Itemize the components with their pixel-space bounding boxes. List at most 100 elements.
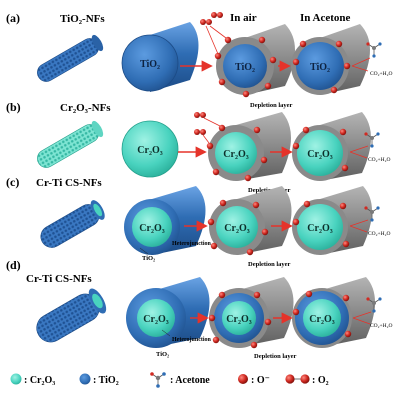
o-minus-ion <box>219 199 227 207</box>
o-minus-ion <box>218 78 226 86</box>
core-label: Cr₂O₃ <box>143 314 168 325</box>
o-minus-ion <box>342 294 350 302</box>
core-label: Cr₂O₃ <box>309 314 334 325</box>
tio2-legend-swatch <box>79 373 91 385</box>
panel-title: Cr-Ti CS-NFs <box>26 273 92 285</box>
o-minus-ion <box>250 341 258 349</box>
o2-legend-label: : O₂ <box>312 375 329 386</box>
o-minus-ion <box>339 202 347 210</box>
acetone-legend-icon <box>150 372 166 388</box>
cr2o3-legend-swatch <box>10 373 22 385</box>
o-minus-legend-swatch <box>238 374 248 384</box>
o-minus-ion <box>335 40 343 48</box>
heterojunction-label: Heterojunction <box>172 241 212 247</box>
acetone-state-b: Cr₂O₃ CO₂+H₂O <box>292 112 391 181</box>
shell-label: TiO₂ <box>142 255 155 262</box>
core-label: Cr₂O₃ <box>139 223 164 234</box>
air-state-c: Cr₂O₃ Depletion layer <box>207 186 292 268</box>
tio2-cross-section: TiO₂ <box>121 22 199 92</box>
acetone-state-a: TiO₂ CO₂+H₂O <box>291 24 393 95</box>
o-minus-ion <box>292 58 300 66</box>
core-label: Cr₂O₃ <box>307 149 332 160</box>
cr2o3-cross-section: Cr₂O₃ <box>121 120 179 178</box>
legend: : Cr₂O₃ : TiO₂ : Acetone : O⁻ : O₂ <box>10 372 329 388</box>
o-minus-ion <box>214 52 222 60</box>
o-minus-ion <box>244 174 252 182</box>
o-minus-ion <box>246 248 254 256</box>
o-minus-ion <box>210 242 218 250</box>
core-label: Cr₂O₃ <box>223 149 248 160</box>
o-minus-ion <box>207 218 215 226</box>
acetone-molecule <box>366 297 382 313</box>
tio2-legend-label: : TiO₂ <box>93 375 119 386</box>
o-minus-ion <box>292 142 300 150</box>
o-minus-ion <box>330 86 338 94</box>
panel-a: (a) TiO₂-NFs In air In Acetone TiO₂ TiO₂… <box>6 11 393 109</box>
o-minus-ion <box>208 314 216 322</box>
acetone-state-c: Cr₂O₃ CO₂+H₂O <box>292 186 391 255</box>
panel-c: (c) Cr-Ti CS-NFs Cr₂O₃ Heterojunction Ti… <box>6 175 391 268</box>
products-label: CO₂+H₂O <box>368 231 391 237</box>
o-minus-ion <box>252 201 260 209</box>
o-minus-ion <box>258 36 266 44</box>
cr2o3-nanofiber <box>37 120 104 168</box>
o-minus-ion <box>341 164 349 172</box>
shell-label: TiO₂ <box>156 351 169 358</box>
core-label: TiO₂ <box>310 62 330 73</box>
air-state-a: TiO₂ Depletion layer <box>214 24 295 109</box>
o-minus-ion <box>264 82 272 90</box>
core-label: Cr₂O₃ <box>307 223 332 234</box>
column-header-acetone: In Acetone <box>300 12 351 24</box>
depletion-layer-label: Depletion layer <box>250 102 293 109</box>
o-minus-ion <box>299 40 307 48</box>
panel-b: (b) Cr₂O₃-NFs Cr₂O₃ Cr₂O₃ Depletion laye… <box>6 100 391 194</box>
o-minus-ion <box>253 126 261 134</box>
o-minus-ion <box>343 62 351 70</box>
o-minus-ion <box>224 36 232 44</box>
core-label: TiO₂ <box>235 62 255 73</box>
panel-title: Cr₂O₃-NFs <box>60 102 111 114</box>
core-label: Cr₂O₃ <box>226 314 251 325</box>
core-label: TiO₂ <box>140 59 160 70</box>
o2-legend-icon <box>285 374 310 384</box>
depletion-layer-label: Depletion layer <box>254 353 297 360</box>
o-minus-ion <box>206 142 214 150</box>
core-label: Cr₂O₃ <box>224 223 249 234</box>
o2-molecules <box>200 12 227 55</box>
air-state-b: Cr₂O₃ Depletion layer <box>206 112 291 194</box>
o-minus-ion <box>242 90 250 98</box>
panel-letter: (d) <box>6 258 21 272</box>
products-label: CO₂+H₂O <box>368 157 391 163</box>
column-header-air: In air <box>230 12 257 24</box>
o-minus-ion <box>212 336 220 344</box>
panel-letter: (a) <box>6 11 20 25</box>
core-shell-nanofiber <box>40 200 105 248</box>
o2-molecules <box>194 112 221 144</box>
o-minus-ion <box>303 200 311 208</box>
o-minus-legend-label: : O⁻ <box>251 375 270 386</box>
core-shell-cross-section: Cr₂O₃ Heterojunction TiO₂ <box>126 277 212 358</box>
o-minus-ion <box>212 168 220 176</box>
cr2o3-legend-label: : Cr₂O₃ <box>24 375 55 386</box>
products-label: CO₂+H₂O <box>370 323 393 329</box>
depletion-layer-label: Depletion layer <box>248 261 291 268</box>
products-label: CO₂+H₂O <box>370 71 393 77</box>
o-minus-ion <box>305 290 313 298</box>
heterojunction-label: Heterojunction <box>172 337 212 343</box>
o-minus-ion <box>253 291 261 299</box>
o-minus-ion <box>218 124 226 132</box>
core-label: Cr₂O₃ <box>137 145 162 156</box>
panel-letter: (c) <box>6 175 19 189</box>
acetone-legend-label: : Acetone <box>170 375 210 386</box>
acetone-state-d: Cr₂O₃ CO₂+H₂O <box>292 277 393 348</box>
o-minus-ion <box>292 308 300 316</box>
o-minus-ion <box>342 240 350 248</box>
o-minus-ion <box>302 126 310 134</box>
panel-title: Cr-Ti CS-NFs <box>36 177 102 189</box>
o-minus-ion <box>292 218 300 226</box>
o-minus-ion <box>218 291 226 299</box>
panel-letter: (b) <box>6 100 21 114</box>
tio2-nanofiber <box>37 34 104 82</box>
acetone-molecule <box>364 206 380 222</box>
